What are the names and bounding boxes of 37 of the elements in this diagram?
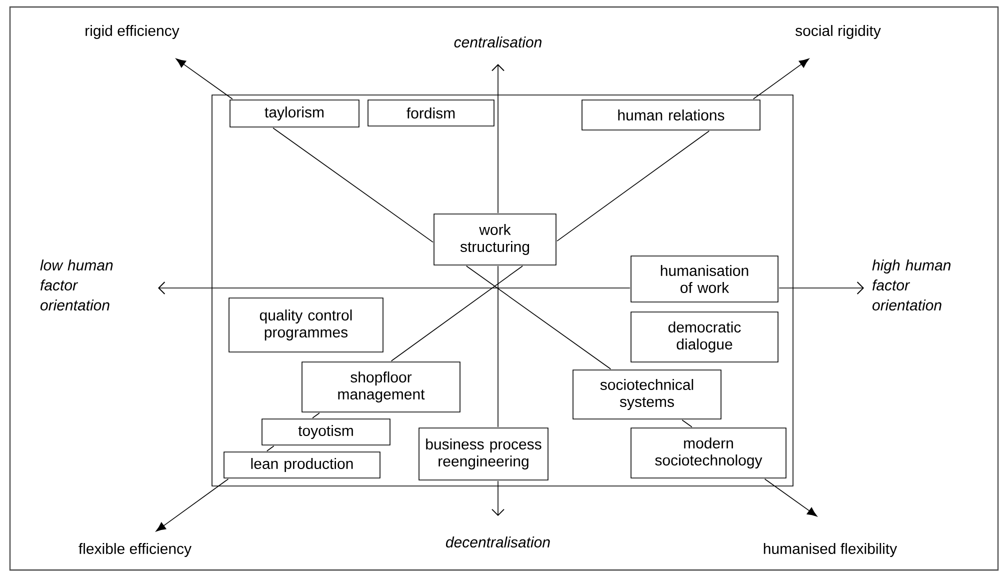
concept-box: human relations [582, 100, 760, 130]
connector-line [312, 412, 320, 418]
arrow [752, 58, 810, 100]
arrow [764, 478, 818, 517]
frame-box [212, 94, 794, 486]
pole-label: flexible efficiency [78, 543, 192, 557]
axis-label: centralisation [454, 36, 542, 48]
arrow [778, 282, 864, 294]
arrow [176, 58, 233, 100]
concept-box: humanisation of work [630, 256, 778, 302]
axis-label: high human factor orientation [872, 260, 951, 310]
connector-line [466, 266, 612, 370]
concept-box: lean production [224, 452, 380, 478]
concept-box: quality control programmes [228, 298, 384, 352]
concept-box: toyotism [262, 418, 390, 446]
axis-label: decentralisation [446, 536, 550, 548]
concept-box: work structuring [434, 214, 556, 266]
concept-box: fordism [368, 100, 494, 126]
arrow [492, 480, 504, 516]
concept-box: taylorism [230, 100, 360, 128]
axis-label: low human factor orientation [40, 260, 113, 310]
connector-line [556, 130, 710, 242]
connector-line [272, 128, 434, 243]
arrow [156, 478, 229, 532]
arrow [158, 282, 630, 294]
connector-line [266, 446, 274, 452]
connector-line [682, 420, 692, 428]
concept-box: modern sociotechnology [630, 428, 786, 478]
concept-box: business process reengineering [418, 428, 548, 480]
pole-label: humanised flexibility [764, 543, 898, 557]
pole-label: social rigidity [796, 25, 881, 39]
concept-box: shopfloor management [302, 362, 460, 412]
arrow [492, 64, 504, 214]
concept-box: democratic dialogue [630, 312, 778, 362]
pole-label: rigid efficiency [86, 25, 180, 39]
concept-box: sociotechnical systems [572, 370, 722, 420]
connector-line [390, 266, 523, 362]
